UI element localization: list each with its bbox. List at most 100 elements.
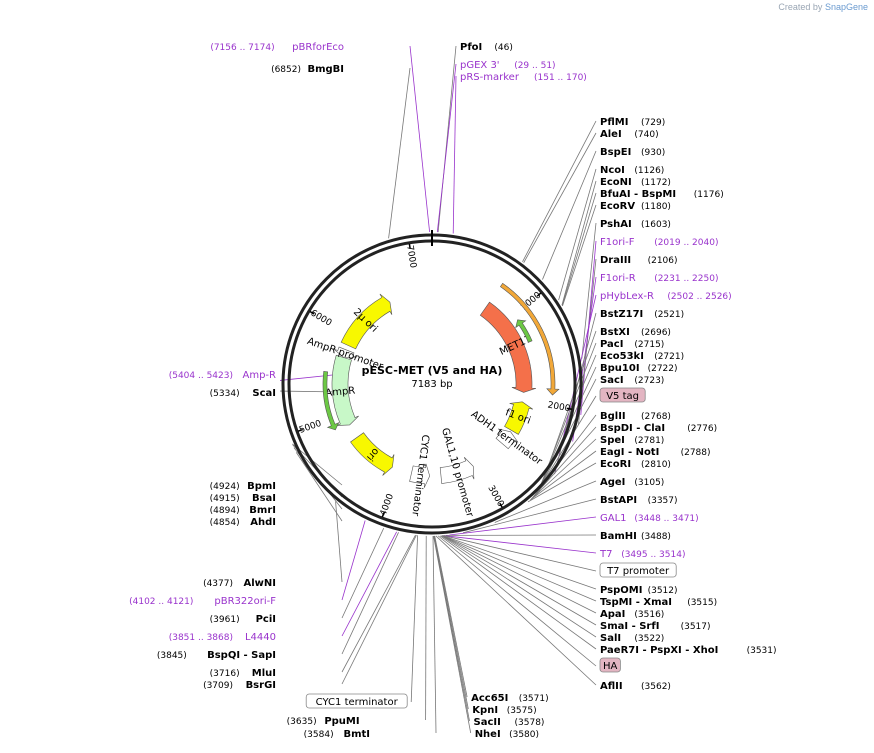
- leader-line: [441, 535, 597, 614]
- bmgbi-position: (6852): [271, 65, 301, 75]
- ncoi-position: (1126): [634, 166, 664, 176]
- leader-line: [558, 168, 597, 301]
- t7-promoter-box: [599, 562, 677, 578]
- feature-f1-ori: [504, 401, 534, 435]
- tick-label: 3000: [485, 484, 505, 509]
- bfuai-bspmi-position: (1176): [694, 190, 724, 200]
- prs-marker-position: (151 .. 170): [534, 73, 587, 83]
- prs-marker-label: pRS-marker: [460, 72, 520, 83]
- bspqi-sapi-position: (3845): [157, 651, 187, 661]
- leader-line: [443, 535, 597, 554]
- cyc1-terminator-label: CYC1 terminator: [316, 697, 399, 708]
- leader-line: [432, 535, 437, 734]
- bstxi-label: BstXI: [600, 327, 630, 338]
- tspmi-xmai-position: (3515): [687, 598, 717, 608]
- leader-line: [581, 222, 597, 359]
- bstz17i-position: (2521): [654, 310, 684, 320]
- leader-line: [437, 535, 597, 667]
- leader-line: [462, 498, 597, 534]
- leader-line: [562, 204, 597, 307]
- ecori-label: EcoRI: [600, 459, 631, 470]
- leader-line: [341, 532, 399, 655]
- pbr322ori-f-position: (4102 .. 4121): [129, 597, 193, 607]
- tick-label: 4000: [379, 492, 396, 517]
- pgex-3-position: (29 .. 51): [514, 61, 555, 71]
- pfoi-label: PfoI: [460, 42, 482, 53]
- leader-line: [433, 535, 472, 734]
- cyc1-terminator-box: [305, 693, 408, 709]
- leader-line: [443, 535, 597, 572]
- bsai-label: BsaI: [252, 493, 276, 504]
- alei-position: (740): [634, 130, 658, 140]
- pcii-position: (3961): [210, 615, 240, 625]
- l4440-position: (3851 .. 3868): [169, 633, 233, 643]
- leader-line: [561, 180, 597, 306]
- sali-label: SalI: [600, 633, 621, 644]
- ha-box: [599, 657, 621, 673]
- f1ori-f-position: (2019 .. 2040): [654, 238, 718, 248]
- f1ori-r-position: (2231 .. 2250): [654, 274, 718, 284]
- amp-r-position: (5404 .. 5423): [169, 371, 233, 381]
- eagi-noti-position: (2788): [681, 448, 711, 458]
- leader-line: [542, 150, 597, 280]
- leader-line: [522, 120, 597, 263]
- amp-r-label: Amp-R: [243, 370, 277, 381]
- leader-line: [341, 531, 397, 637]
- ha-label: HA: [603, 661, 618, 672]
- bpmi-position: (4924): [210, 482, 240, 492]
- tick-label: 5000: [298, 419, 323, 436]
- feature-cyc1-terminator: [409, 463, 431, 488]
- pbr322ori-f-label: pBR322ori-F: [214, 596, 276, 607]
- feature-ampr-label: AmpR: [325, 386, 356, 400]
- pflmi-label: PflMI: [600, 117, 628, 128]
- spei-label: SpeI: [600, 435, 625, 446]
- bmti-label: BmtI: [343, 729, 370, 740]
- saci-position: (2723): [634, 376, 664, 386]
- agei-label: AgeI: [600, 477, 625, 488]
- paci-position: (2715): [634, 340, 664, 350]
- t7-position: (3495 .. 3514): [621, 550, 685, 560]
- t7-label: T7: [599, 549, 612, 560]
- tick-mark: [309, 310, 315, 315]
- feature-bar: [499, 282, 560, 396]
- tick-mark: [408, 243, 411, 249]
- feature-gal1-10-promoter: [439, 457, 475, 484]
- feature-2-ori: [340, 293, 393, 350]
- bspqi-sapi-label: BspQI - SapI: [207, 650, 276, 661]
- bamhi-position: (3488): [641, 532, 671, 542]
- feature-ori: [350, 432, 395, 476]
- leader-line: [433, 535, 469, 710]
- bspdi-clai-position: (2776): [687, 424, 717, 434]
- leader-line: [530, 438, 597, 500]
- feature-bar: [515, 319, 533, 343]
- bspei-position: (930): [641, 148, 665, 158]
- smai-srfi-position: (3517): [681, 622, 711, 632]
- aflii-label: AflII: [600, 681, 623, 692]
- pshai-label: PshAI: [600, 219, 632, 230]
- pcii-label: PciI: [256, 614, 276, 625]
- snapgene-credit: Created by SnapGene: [778, 2, 868, 12]
- credit-prefix: Created by: [778, 2, 823, 12]
- bmgbi-label: BmgBI: [307, 64, 344, 75]
- leader-line: [449, 516, 597, 536]
- bglii-label: BglII: [600, 411, 626, 422]
- bglii-position: (2768): [641, 412, 671, 422]
- sacii-label: SacII: [474, 717, 501, 728]
- bmti-position: (3584): [304, 730, 334, 740]
- sali-position: (3522): [634, 634, 664, 644]
- leader-line: [425, 535, 427, 721]
- phyblex-r-position: (2502 .. 2526): [667, 292, 731, 302]
- feature-ampr-promoter: [333, 346, 357, 358]
- credit-brand: SnapGene: [824, 2, 868, 12]
- leader-line: [441, 535, 597, 626]
- nhei-label: NheI: [475, 729, 501, 740]
- ecorv-label: EcoRV: [600, 201, 635, 212]
- gal1-position: (3448 .. 3471): [634, 514, 698, 524]
- ppumi-label: PpuMI: [324, 716, 359, 727]
- leader-line: [292, 443, 343, 486]
- leader-line: [494, 480, 597, 523]
- leader-line: [295, 452, 343, 522]
- bsrgi-label: BsrGI: [246, 680, 276, 691]
